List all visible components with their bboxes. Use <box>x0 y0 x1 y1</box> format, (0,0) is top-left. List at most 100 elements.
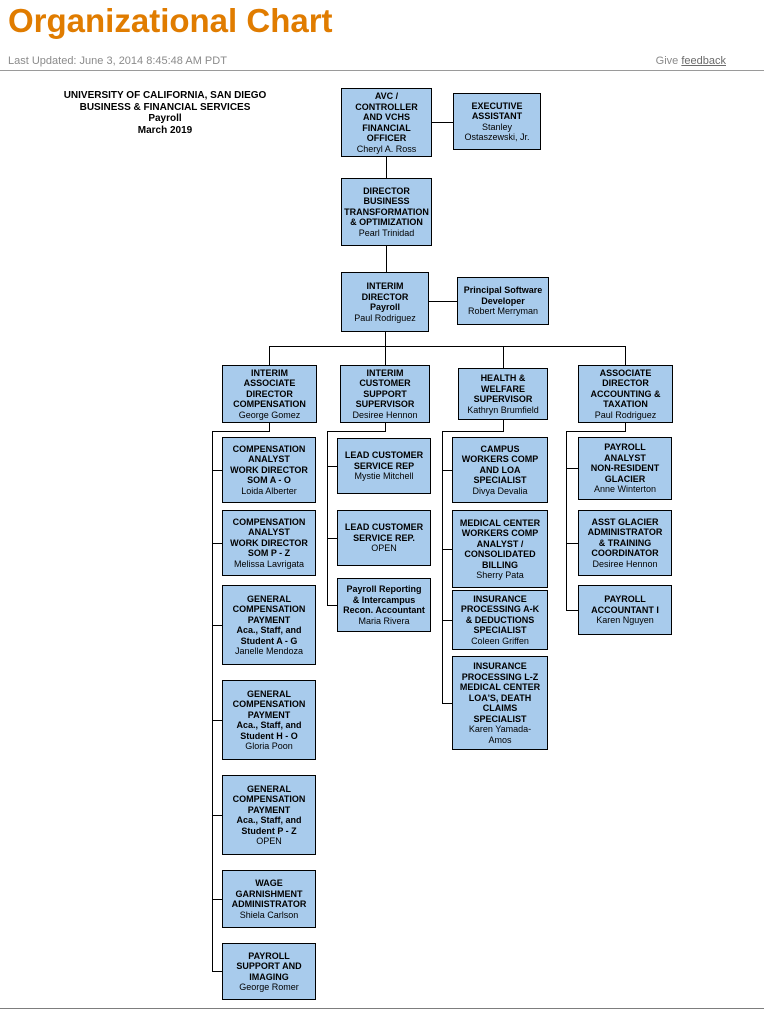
node-title: PAYROLL ANALYST NON-RESIDENT GLACIER <box>590 442 660 484</box>
node-person: Mystie Mitchell <box>354 471 414 482</box>
org-node-lead-customer-service-rep: LEAD CUSTOMER SERVICE REP Mystie Mitchel… <box>337 438 431 494</box>
node-person: Gloria Poon <box>245 741 293 751</box>
connector-line <box>212 971 222 972</box>
node-title: COMPENSATION ANALYST WORK DIRECTOR SOM A… <box>230 443 308 486</box>
node-person: Pearl Trinidad <box>358 227 415 238</box>
connector-line <box>442 431 443 704</box>
node-person: Paul Rodriguez <box>594 409 657 420</box>
connector-line <box>269 346 626 347</box>
node-title: EXECUTIVE ASSISTANT <box>471 100 523 122</box>
org-node-executive-assistant: EXECUTIVE ASSISTANT Stanley Ostaszewski,… <box>453 93 541 150</box>
connector-line <box>212 431 270 432</box>
node-title: COMPENSATION ANALYST WORK DIRECTOR SOM P… <box>230 516 308 559</box>
footer-divider <box>0 1008 764 1009</box>
node-title: PAYROLL SUPPORT AND IMAGING <box>236 950 302 982</box>
connector-line <box>386 157 387 178</box>
node-title: INSURANCE PROCESSING L-Z MEDICAL CENTER … <box>459 661 541 724</box>
org-node-director-bto: DIRECTOR BUSINESS TRANSFORMATION & OPTIM… <box>341 178 432 246</box>
connector-line <box>442 620 452 621</box>
connector-line <box>625 423 626 431</box>
org-node-medical-center-workers-comp: MEDICAL CENTER WORKERS COMP ANALYST / CO… <box>452 510 548 588</box>
connector-line <box>385 346 386 365</box>
connector-line <box>327 605 337 606</box>
org-node-lead-customer-service-rep-open: LEAD CUSTOMER SERVICE REP. OPEN <box>337 510 431 566</box>
connector-line <box>327 431 386 432</box>
node-person: Robert Merryman <box>467 306 539 317</box>
connector-line <box>625 346 626 365</box>
node-person: OPEN <box>256 836 282 846</box>
node-title: LEAD CUSTOMER SERVICE REP <box>344 450 424 471</box>
node-title: GENERAL COMPENSATION PAYMENT Aca., Staff… <box>232 783 306 836</box>
connector-line <box>385 423 386 431</box>
node-title: ASST GLACIER ADMINISTRATOR & TRAINING CO… <box>587 516 663 559</box>
node-person: Paul Rodriguez <box>354 312 416 323</box>
node-title: GENERAL COMPENSATION PAYMENT Aca., Staff… <box>232 688 306 741</box>
connector-line <box>429 301 457 302</box>
org-node-payroll-analyst-glacier: PAYROLL ANALYST NON-RESIDENT GLACIER Ann… <box>578 437 672 500</box>
org-node-assoc-director-accounting-taxation: ASSOCIATE DIRECTOR ACCOUNTING & TAXATION… <box>578 365 673 423</box>
node-person: Desiree Hennon <box>352 409 418 420</box>
org-node-payroll-support-imaging: PAYROLL SUPPORT AND IMAGING George Romer <box>222 943 316 1000</box>
node-person: Kathryn Brumfield <box>467 404 539 415</box>
chart-header-text: UNIVERSITY OF CALIFORNIA, SAN DIEGO BUSI… <box>63 90 267 136</box>
node-title: ASSOCIATE DIRECTOR ACCOUNTING & TAXATION <box>590 367 661 410</box>
node-title: INTERIM ASSOCIATE DIRECTOR COMPENSATION <box>233 367 306 410</box>
connector-line <box>327 538 337 539</box>
connector-line <box>503 346 504 368</box>
org-node-campus-workers-comp: CAMPUS WORKERS COMP AND LOA SPECIALIST D… <box>452 437 548 503</box>
connector-line <box>212 899 222 900</box>
connector-line <box>327 466 337 467</box>
node-person: Loida Alberter <box>241 485 297 496</box>
node-person: OPEN <box>371 543 397 554</box>
node-person: Cheryl A. Ross <box>356 143 417 154</box>
connector-line <box>566 431 567 611</box>
connector-line <box>212 543 222 544</box>
connector-line <box>386 246 387 272</box>
node-title: CAMPUS WORKERS COMP AND LOA SPECIALIST <box>461 443 539 486</box>
node-title: WAGE GARNISHMENT ADMINISTRATOR <box>231 878 307 909</box>
connector-line <box>432 122 453 123</box>
org-node-asst-glacier-admin: ASST GLACIER ADMINISTRATOR & TRAINING CO… <box>578 510 672 576</box>
org-node-general-comp-p-z: GENERAL COMPENSATION PAYMENT Aca., Staff… <box>222 775 316 855</box>
node-title: LEAD CUSTOMER SERVICE REP. <box>344 522 424 543</box>
node-title: INTERIM CUSTOMER SUPPORT SUPERVISOR <box>355 367 415 410</box>
org-node-insurance-processing-l-z: INSURANCE PROCESSING L-Z MEDICAL CENTER … <box>452 656 548 750</box>
node-title: Principal Software Developer <box>463 285 543 306</box>
node-title: DIRECTOR BUSINESS TRANSFORMATION & OPTIM… <box>344 185 429 228</box>
connector-line <box>566 431 626 432</box>
org-node-interim-director-payroll: INTERIM DIRECTOR Payroll Paul Rodriguez <box>341 272 429 332</box>
node-title: HEALTH & WELFARE SUPERVISOR <box>473 373 533 404</box>
org-node-payroll-accountant-i: PAYROLL ACCOUNTANT I Karen Nguyen <box>578 585 672 635</box>
org-node-avc-controller: AVC / CONTROLLER AND VCHS FINANCIAL OFFI… <box>341 88 432 157</box>
connector-line <box>212 470 222 471</box>
connector-line <box>442 703 452 704</box>
connector-line <box>212 625 222 626</box>
node-title: MEDICAL CENTER WORKERS COMP ANALYST / CO… <box>459 517 541 570</box>
org-node-general-comp-h-o: GENERAL COMPENSATION PAYMENT Aca., Staff… <box>222 680 316 760</box>
feedback-link[interactable]: feedback <box>681 55 726 67</box>
org-node-interim-customer-support-supervisor: INTERIM CUSTOMER SUPPORT SUPERVISOR Desi… <box>340 365 430 423</box>
connector-line <box>212 431 213 972</box>
node-person: Divya Devalia <box>472 485 528 496</box>
connector-line <box>212 720 222 721</box>
connector-line <box>566 610 578 611</box>
connector-line <box>442 431 504 432</box>
node-person: Shiela Carlson <box>239 909 299 920</box>
connector-line <box>442 549 452 550</box>
connector-line <box>566 468 578 469</box>
connector-line <box>269 423 270 431</box>
header-divider <box>0 70 764 71</box>
node-title: AVC / CONTROLLER AND VCHS FINANCIAL OFFI… <box>355 91 418 143</box>
node-title: INTERIM DIRECTOR Payroll <box>361 281 409 312</box>
node-person: Karen Nguyen <box>596 615 654 626</box>
org-node-principal-software-developer: Principal Software Developer Robert Merr… <box>457 277 549 325</box>
connector-line <box>327 431 328 606</box>
node-title: GENERAL COMPENSATION PAYMENT Aca., Staff… <box>232 593 306 646</box>
node-person: Coleen Griffen <box>471 635 529 646</box>
org-node-insurance-processing-a-k: INSURANCE PROCESSING A-K & DEDUCTIONS SP… <box>452 590 548 650</box>
org-node-payroll-reporting-accountant: Payroll Reporting & Intercampus Recon. A… <box>337 578 431 632</box>
org-node-interim-assoc-director-compensation: INTERIM ASSOCIATE DIRECTOR COMPENSATION … <box>222 365 317 423</box>
connector-line <box>503 420 504 431</box>
node-person: Janelle Mendoza <box>234 646 304 656</box>
org-node-wage-garnishment-admin: WAGE GARNISHMENT ADMINISTRATOR Shiela Ca… <box>222 870 316 928</box>
